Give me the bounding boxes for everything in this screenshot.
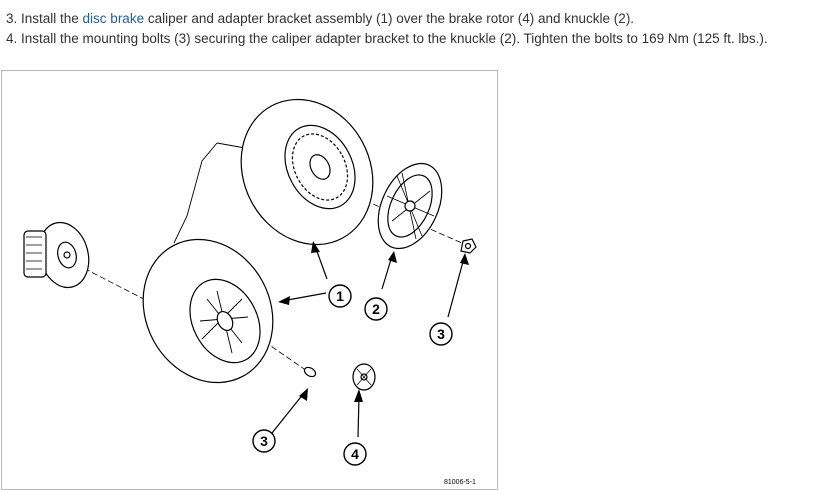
lower-wheel-tire	[142, 238, 274, 384]
mounting-bolt-lower	[303, 366, 317, 378]
callout-3-lower: 3	[260, 433, 268, 449]
callout-2: 2	[372, 301, 380, 317]
disc-brake-link[interactable]: disc brake	[82, 11, 145, 26]
callout-3-upper: 3	[437, 326, 445, 342]
figure-id: 81006-5-1	[444, 479, 476, 486]
diagram-drawing: 1 2 3 3 4 81006-5-1	[23, 98, 477, 486]
brake-rotor-lower	[352, 363, 376, 391]
callout-1: 1	[336, 288, 344, 304]
upper-wheel-tire	[240, 98, 374, 246]
step-3-prefix: 3. Install the	[6, 11, 83, 26]
step-3-suffix: caliper and adapter bracket assembly (1)…	[144, 11, 635, 26]
lug-nut-upper	[460, 238, 477, 254]
brake-rotor-knuckle-assembly	[23, 221, 90, 289]
wheel-installation-diagram: 1 2 3 3 4 81006-5-1	[1, 70, 498, 490]
hub-cap	[377, 162, 443, 250]
callout-4: 4	[351, 446, 359, 462]
instruction-step-3: 3. Install the disc brake caliper and ad…	[6, 11, 634, 27]
instruction-step-4: 4. Install the mounting bolts (3) securi…	[6, 31, 768, 46]
